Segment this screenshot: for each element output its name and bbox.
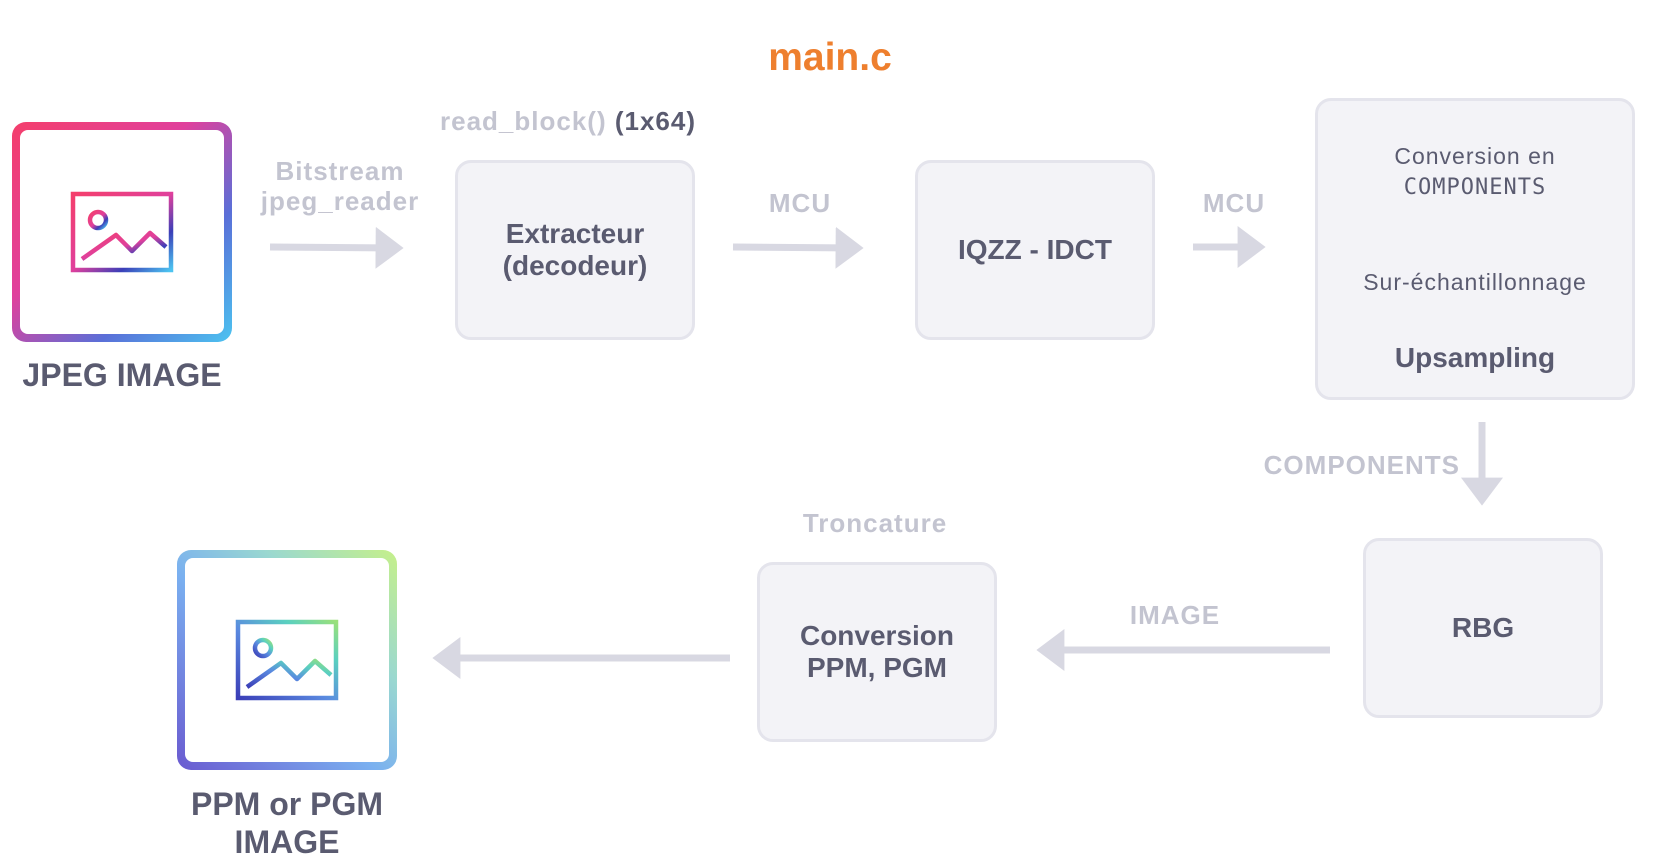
ppm-image-caption: PPM or PGM IMAGE	[140, 785, 434, 861]
ppm-image-caption-line2: IMAGE	[234, 824, 340, 860]
arrow-extracteur-to-iqzz	[732, 226, 864, 269]
read-block-size: (1x64)	[614, 106, 696, 136]
conversion-components-line2: COMPONENTS	[1403, 175, 1547, 200]
jpeg-image-frame	[20, 130, 224, 334]
ppm-image-frame	[185, 558, 389, 762]
extracteur-box: Extracteur (decodeur)	[455, 160, 695, 340]
edge-label-mcu-2: MCU	[1202, 188, 1266, 218]
edge-label-mcu-1: MCU	[768, 188, 832, 218]
edge-label-read-block: read_block() (1x64)	[440, 106, 720, 136]
edge-label-image: IMAGE	[1129, 600, 1221, 630]
edge-label-components: COMPONENTS	[1263, 450, 1460, 480]
conversion-ppm-box: Conversion PPM, PGM	[757, 562, 997, 742]
extracteur-line2: (decodeur)	[502, 250, 648, 281]
edge-label-bitstream: Bitstream jpeg_reader	[250, 156, 430, 216]
read-block-func: read_block()	[440, 106, 607, 136]
rbg-label: RBG	[1451, 612, 1515, 643]
conversion-ppm-line1: Conversion	[799, 620, 955, 651]
jpeg-image-caption: JPEG IMAGE	[22, 357, 222, 393]
ppm-image-node	[177, 550, 397, 770]
jpeg-image-node	[12, 122, 232, 342]
conversion-components-line3: Sur-échantillonnage	[1363, 269, 1587, 295]
rbg-box: RBG	[1363, 538, 1603, 718]
diagram-title: main.c	[768, 36, 892, 79]
conversion-components-line1: Conversion en	[1394, 143, 1556, 169]
iqzz-idct-label: IQZZ - IDCT	[958, 234, 1112, 265]
extracteur-line1: Extracteur	[505, 218, 645, 249]
conversion-components-line4: Upsampling	[1394, 342, 1556, 373]
arrow-jpeg-to-extracteur	[269, 226, 404, 269]
edge-label-troncature: Troncature	[802, 508, 948, 538]
edge-label-bitstream-line1: Bitstream	[275, 156, 405, 186]
iqzz-idct-box: IQZZ - IDCT	[915, 160, 1155, 340]
ppm-image-caption-line1: PPM or PGM	[190, 786, 383, 822]
conversion-ppm-line2: PPM, PGM	[806, 652, 947, 683]
image-icon	[235, 619, 339, 701]
image-icon	[70, 191, 174, 273]
edge-label-bitstream-line2: jpeg_reader	[260, 186, 420, 216]
conversion-components-box: Conversion en COMPONENTS Sur-échantillon…	[1315, 98, 1635, 400]
